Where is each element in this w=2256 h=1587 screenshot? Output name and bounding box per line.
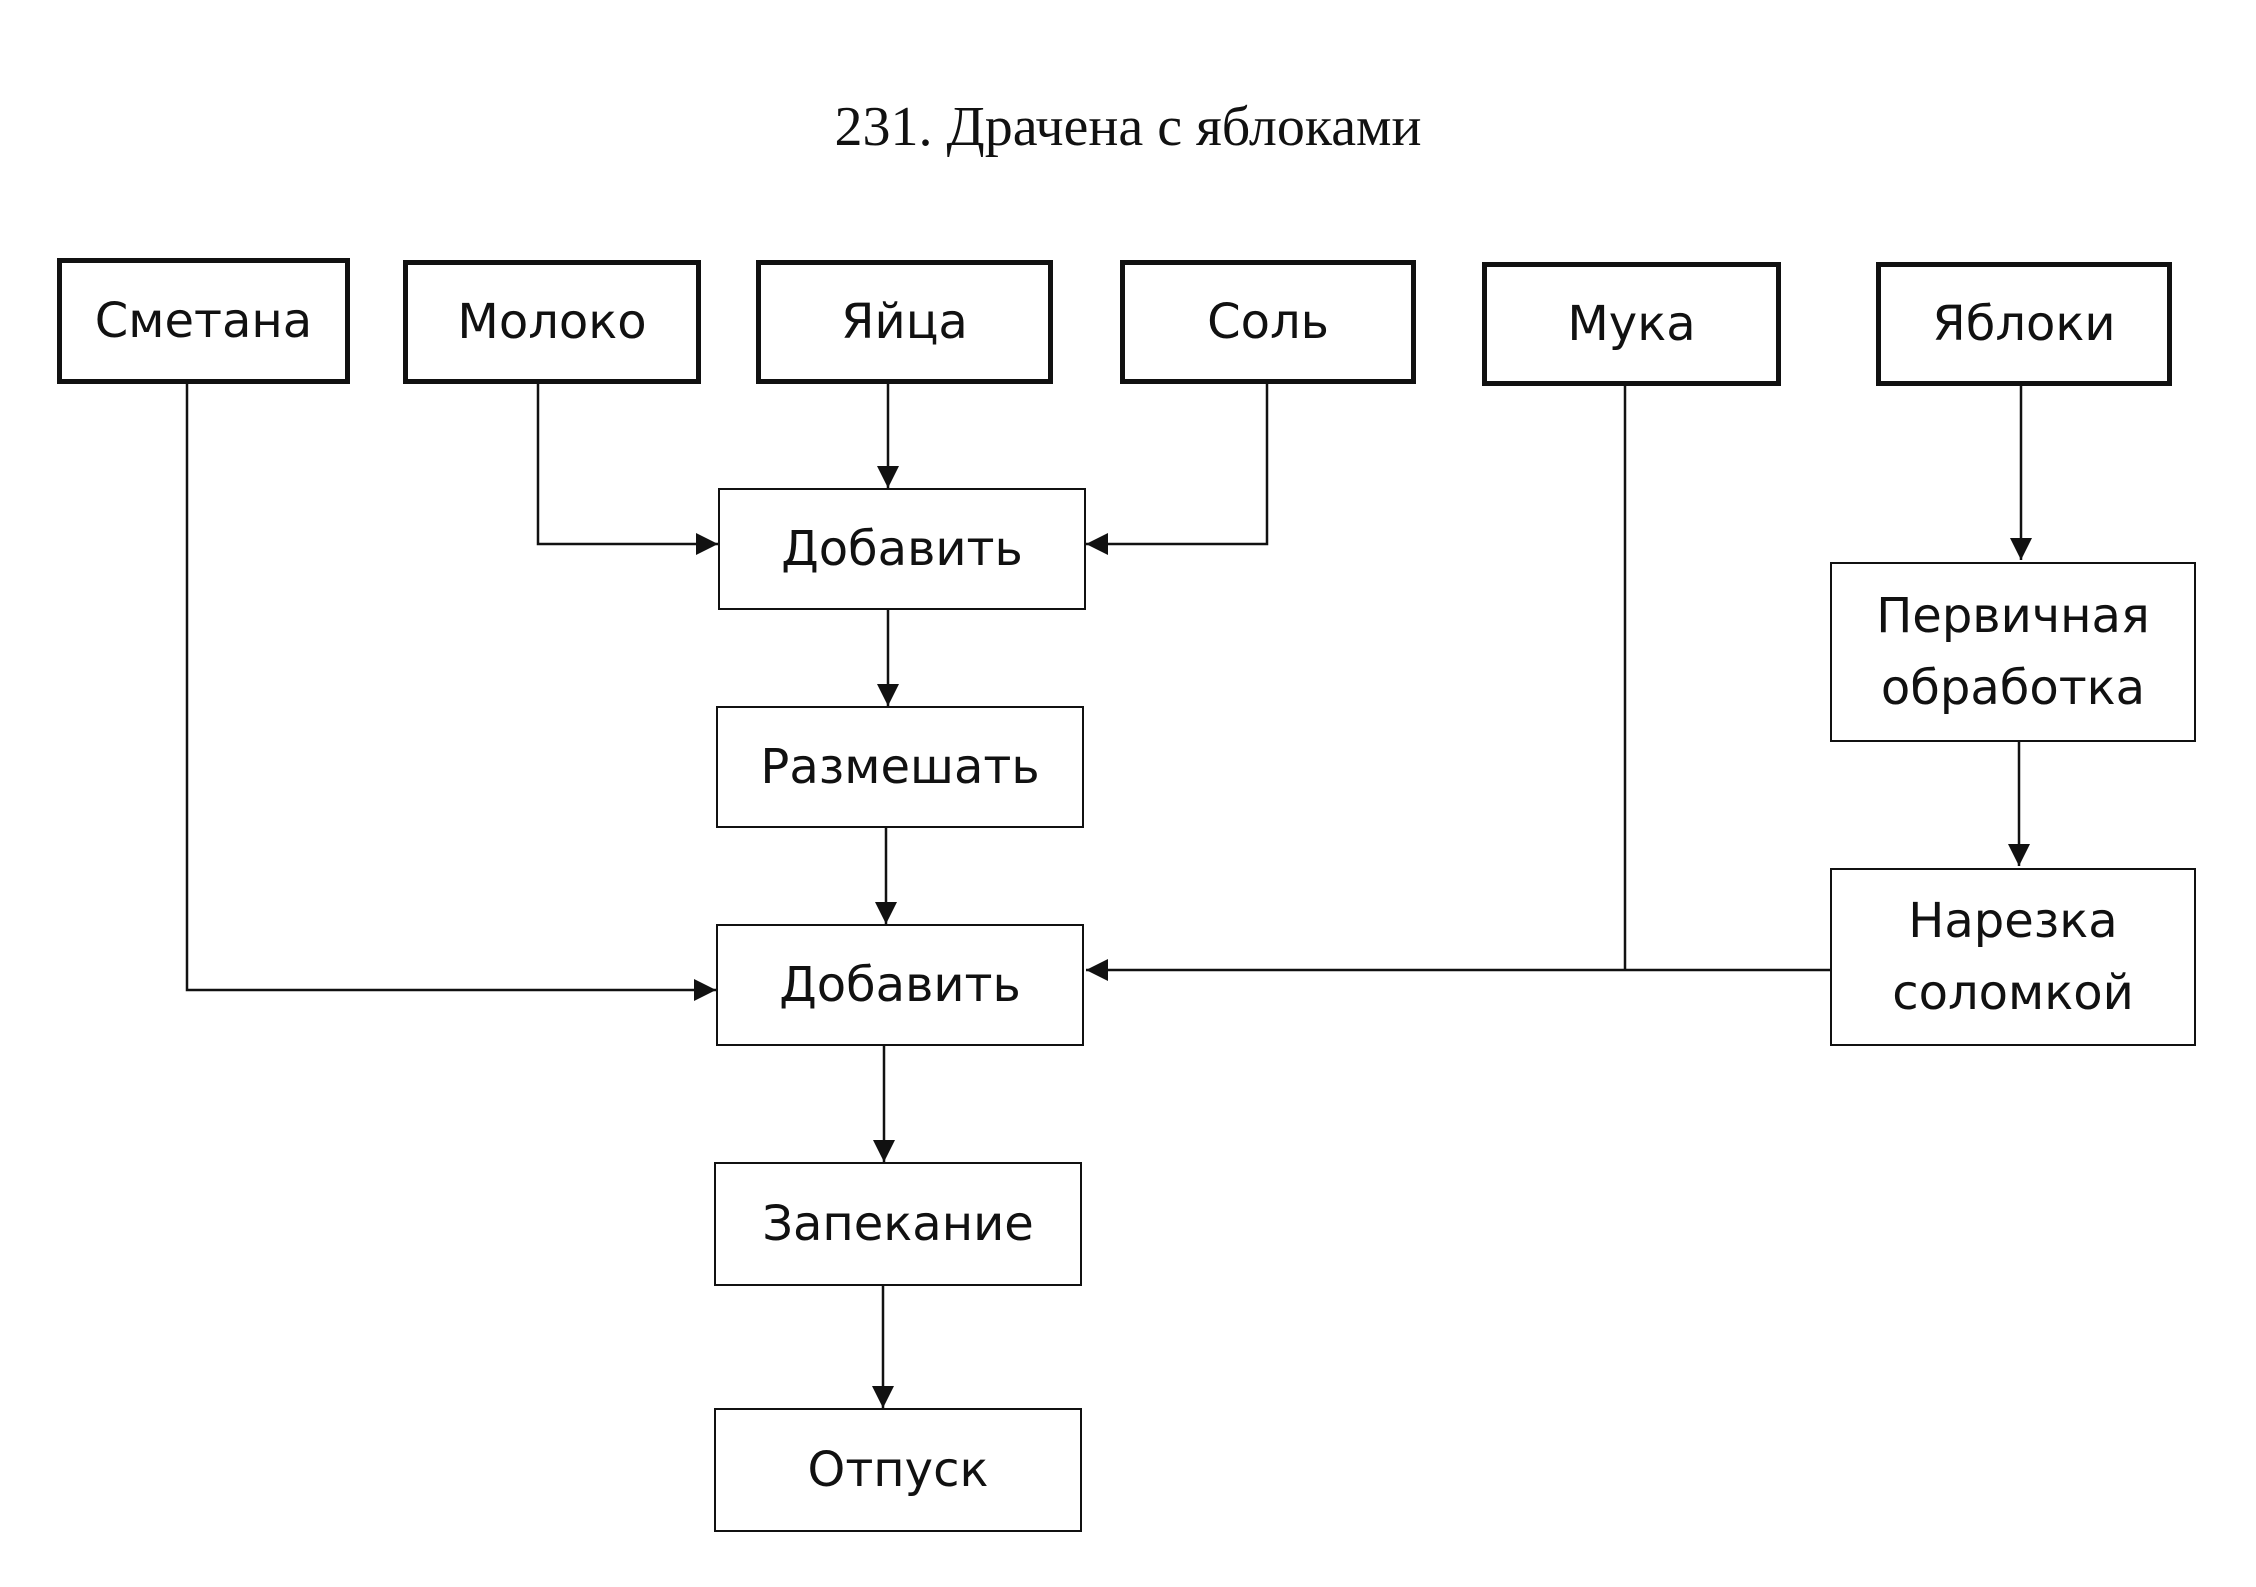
ingredient-apples: Яблоки	[1876, 262, 2172, 386]
step-stir-label: Размешать	[760, 739, 1040, 795]
step-julienne-cut: Нарезка соломкой	[1830, 868, 2196, 1046]
step-add-2-label: Добавить	[779, 957, 1021, 1013]
edge-milk-to-add1	[536, 384, 718, 555]
step-serving-label: Отпуск	[807, 1442, 989, 1498]
edge-salt-to-add1	[1086, 384, 1269, 555]
ingredient-apples-label: Яблоки	[1932, 296, 2116, 352]
ingredient-salt: Соль	[1120, 260, 1416, 384]
step-add-2: Добавить	[716, 924, 1084, 1046]
diagram-title: 231. Драчена с яблоками	[834, 96, 1422, 158]
ingredient-milk-label: Молоко	[457, 294, 647, 350]
ingredient-sour-cream-label: Сметана	[94, 293, 313, 349]
ingredient-eggs-label: Яйца	[841, 294, 968, 350]
step-add-1-label: Добавить	[781, 521, 1023, 577]
step-primary-processing-label: Первичная обработка	[1876, 588, 2150, 716]
step-baking-label: Запекание	[762, 1196, 1034, 1252]
step-baking: Запекание	[714, 1162, 1082, 1286]
ingredient-milk: Молоко	[403, 260, 701, 384]
ingredient-salt-label: Соль	[1207, 294, 1329, 350]
ingredient-eggs: Яйца	[756, 260, 1053, 384]
step-primary-processing: Первичная обработка	[1830, 562, 2196, 742]
edge-sourcream-to-add2	[185, 384, 716, 1001]
step-stir: Размешать	[716, 706, 1084, 828]
ingredient-flour-label: Мука	[1567, 296, 1696, 352]
step-serving: Отпуск	[714, 1408, 1082, 1532]
step-julienne-cut-label: Нарезка соломкой	[1892, 893, 2134, 1021]
step-add-1: Добавить	[718, 488, 1086, 610]
ingredient-flour: Мука	[1482, 262, 1781, 386]
ingredient-sour-cream: Сметана	[57, 258, 350, 384]
